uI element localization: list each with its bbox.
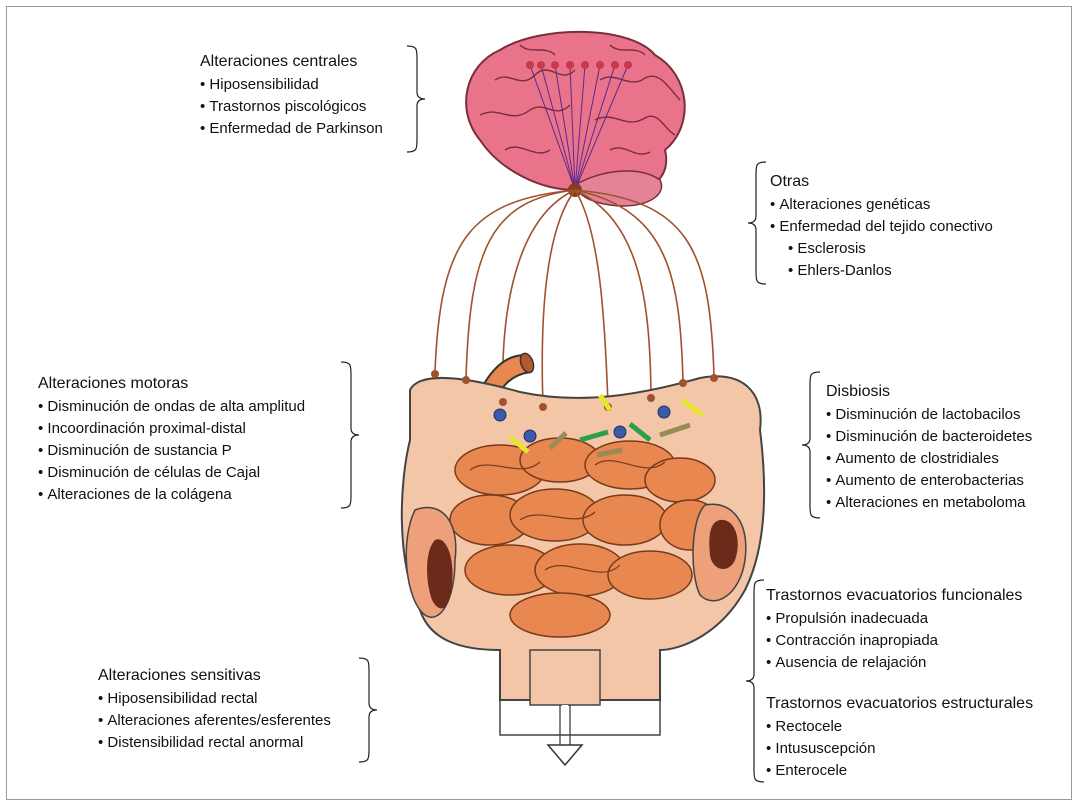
motoras-item: Disminución de sustancia P bbox=[38, 440, 305, 462]
disbiosis-item: Aumento de enterobacterias bbox=[826, 470, 1032, 492]
sensitivas-item: Hiposensibilidad rectal bbox=[98, 688, 331, 710]
estructurales-item: Intususcepción bbox=[766, 738, 1033, 760]
brace-otras bbox=[746, 160, 768, 286]
estructurales-block: Trastornos evacuatorios estructurales Re… bbox=[766, 692, 1033, 782]
funcionales-item: Contracción inapropiada bbox=[766, 630, 1022, 652]
estructurales-title: Trastornos evacuatorios estructurales bbox=[766, 692, 1033, 716]
otras-item: Alteraciones genéticas bbox=[770, 194, 993, 216]
central-title: Alteraciones centrales bbox=[200, 50, 383, 74]
disbiosis-block: Disbiosis Disminución de lactobacilos Di… bbox=[826, 380, 1032, 514]
funcionales-title: Trastornos evacuatorios funcionales bbox=[766, 584, 1022, 608]
funcionales-item: Ausencia de relajación bbox=[766, 652, 1022, 674]
motoras-title: Alteraciones motoras bbox=[38, 372, 305, 396]
sensitivas-block: Alteraciones sensitivas Hiposensibilidad… bbox=[98, 664, 331, 754]
disbiosis-title: Disbiosis bbox=[826, 380, 1032, 404]
central-item: Trastornos piscológicos bbox=[200, 96, 383, 118]
brain bbox=[466, 32, 685, 206]
intestines bbox=[402, 352, 764, 765]
otras-subitem: Esclerosis bbox=[770, 238, 993, 260]
disbiosis-item: Disminución de bacteroidetes bbox=[826, 426, 1032, 448]
sensitivas-item: Alteraciones aferentes/esferentes bbox=[98, 710, 331, 732]
nerve-fibers bbox=[435, 190, 714, 405]
funcionales-item: Propulsión inadecuada bbox=[766, 608, 1022, 630]
estructurales-item: Enterocele bbox=[766, 760, 1033, 782]
brace-motoras bbox=[339, 360, 361, 510]
central-block: Alteraciones centrales Hiposensibilidad … bbox=[200, 50, 383, 140]
otras-block: Otras Alteraciones genéticas Enfermedad … bbox=[770, 170, 993, 282]
motoras-item: Incoordinación proximal-distal bbox=[38, 418, 305, 440]
otras-item: Enfermedad del tejido conectivo bbox=[770, 216, 993, 238]
motoras-item: Alteraciones de la colágena bbox=[38, 484, 305, 506]
motoras-item: Disminución de células de Cajal bbox=[38, 462, 305, 484]
disbiosis-item: Alteraciones en metaboloma bbox=[826, 492, 1032, 514]
brace-sensitivas bbox=[357, 656, 379, 764]
brace-evacuatorios bbox=[744, 578, 766, 784]
motoras-item: Disminución de ondas de alta amplitud bbox=[38, 396, 305, 418]
motoras-block: Alteraciones motoras Disminución de onda… bbox=[38, 372, 305, 506]
funcionales-block: Trastornos evacuatorios funcionales Prop… bbox=[766, 584, 1022, 674]
sensitivas-title: Alteraciones sensitivas bbox=[98, 664, 331, 688]
disbiosis-item: Disminución de lactobacilos bbox=[826, 404, 1032, 426]
brace-disbiosis bbox=[800, 370, 822, 520]
brace-central bbox=[405, 44, 427, 154]
estructurales-item: Rectocele bbox=[766, 716, 1033, 738]
sensitivas-item: Distensibilidad rectal anormal bbox=[98, 732, 331, 754]
otras-title: Otras bbox=[770, 170, 993, 194]
otras-subitem: Ehlers-Danlos bbox=[770, 260, 993, 282]
central-item: Hiposensibilidad bbox=[200, 74, 383, 96]
disbiosis-item: Aumento de clostridiales bbox=[826, 448, 1032, 470]
central-item: Enfermedad de Parkinson bbox=[200, 118, 383, 140]
